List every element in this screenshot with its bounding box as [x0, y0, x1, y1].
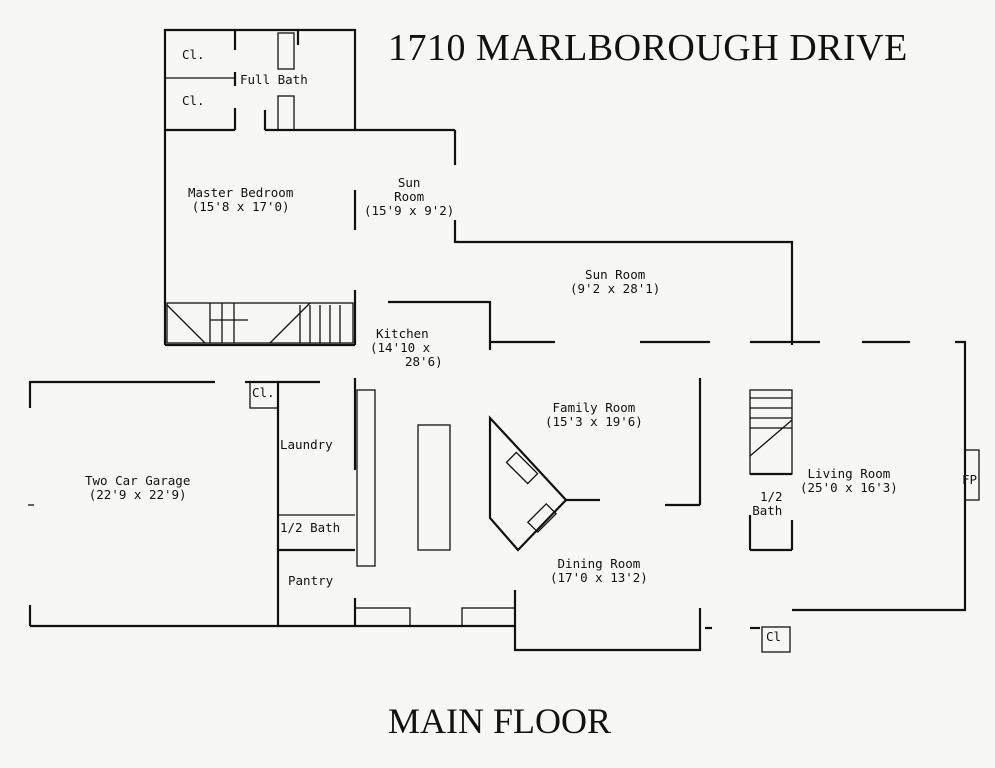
room-name: Family Room [552, 400, 636, 415]
kitchen-label: Kitchen (14'10 x 28'6) [370, 327, 443, 369]
room-dims: (15'8 x 17'0) [191, 199, 290, 214]
kitchen-island [417, 424, 451, 551]
corner-fireplace [488, 415, 568, 552]
fireplace-box [964, 449, 980, 501]
kitchen-base [461, 607, 516, 627]
room-name: Bath [752, 503, 783, 518]
room-name: Kitchen [376, 326, 429, 341]
closet-label: Cl. [182, 47, 205, 62]
hearth [526, 502, 558, 534]
closet-label: Cl. [182, 93, 205, 108]
pantry-label: Pantry [288, 573, 334, 588]
fireplace-label: FP [962, 472, 978, 487]
sun-room-wall [453, 220, 794, 345]
kitchen-top-wall [388, 300, 492, 350]
room-dims: (9'2 x 28'1) [570, 281, 661, 296]
closet-label: Cl. [252, 385, 275, 400]
room-name: Room [394, 189, 425, 204]
sun-room-large-label: Sun Room (9'2 x 28'1) [570, 268, 660, 296]
room-name: Dining Room [557, 556, 641, 571]
garage-wall [28, 380, 215, 408]
floor-caption: MAIN FLOOR [388, 701, 612, 741]
room-name: Sun [397, 175, 421, 190]
hearth [505, 451, 539, 485]
stair-left [166, 302, 354, 344]
living-room-label: Living Room (25'0 x 16'3) [800, 467, 898, 495]
room-name: Sun Room [585, 267, 646, 282]
dining-room-label: Dining Room (17'0 x 13'2) [550, 557, 648, 585]
master-bedroom-label: Master Bedroom (15'8 x 17'0) [188, 186, 293, 214]
family-room-label: Family Room (15'3 x 19'6) [545, 401, 643, 429]
stair-line [269, 302, 311, 344]
master-suite-wall [163, 28, 357, 345]
room-dims: (25'0 x 16'3) [800, 480, 898, 495]
garage-label: Two Car Garage (22'9 x 22'9) [85, 474, 190, 502]
room-dims: 28'6) [405, 354, 443, 369]
room-name: Two Car Garage [85, 473, 191, 488]
half-bath-right-label: 1/2 Bath [752, 489, 783, 518]
kitchen-base [354, 607, 411, 627]
room-dims: (17'0 x 13'2) [550, 570, 648, 585]
closet-label: Cl [766, 629, 782, 644]
tub [277, 95, 295, 131]
plan-title: 1710 MARLBOROUGH DRIVE [388, 27, 908, 69]
kitchen-counter [356, 389, 376, 567]
stair-line [166, 304, 206, 344]
room-name: Master Bedroom [188, 185, 294, 200]
sun-room-small-label: Sun Room (15'9 x 9'2) [364, 176, 454, 218]
room-dims: (22'9 x 22'9) [88, 487, 187, 502]
room-name: Living Room [807, 466, 891, 481]
stair-right [749, 389, 793, 475]
room-name: 1/2 [760, 489, 783, 504]
closet-box [249, 381, 279, 409]
room-dims: (15'3 x 19'6) [545, 414, 643, 429]
full-bath-label: Full Bath [240, 72, 308, 87]
stair-line [749, 419, 793, 457]
room-dims: (14'10 x [370, 340, 431, 355]
vanity [277, 32, 295, 70]
dining-wall [513, 590, 702, 652]
laundry-label: Laundry [280, 437, 333, 452]
room-dims: (15'9 x 9'2) [364, 203, 455, 218]
half-bath-label: 1/2 Bath [280, 520, 341, 535]
closet-box [761, 626, 791, 653]
